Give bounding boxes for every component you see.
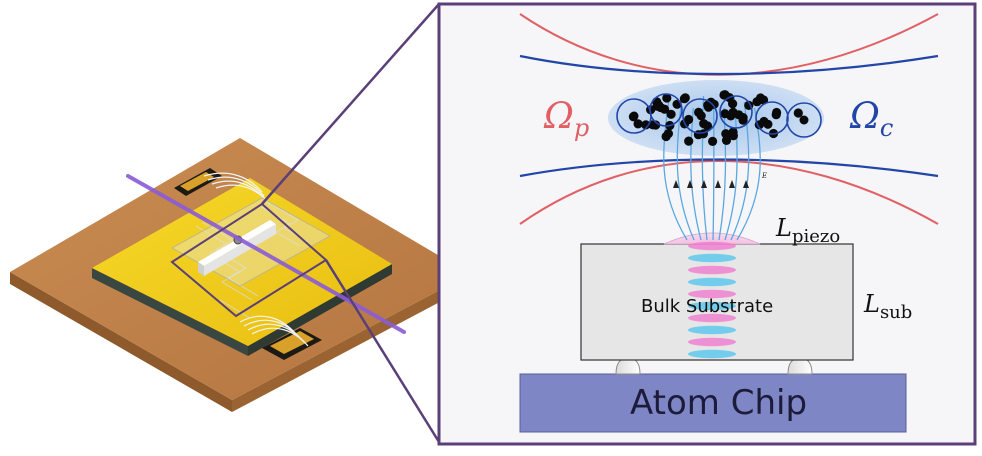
atom-cloud: [608, 80, 824, 156]
atom: [633, 119, 643, 129]
field-arrow-icon: [729, 180, 735, 188]
field-arrow-icon: [701, 180, 707, 188]
l-piezo-base: L: [776, 214, 792, 242]
coupling-beam-upper: [519, 54, 939, 76]
wave-band: [688, 253, 736, 263]
atom: [799, 115, 809, 125]
atom: [720, 90, 730, 100]
rydberg-orbit: [649, 93, 683, 127]
atom: [721, 135, 732, 145]
l-sub-base: L: [864, 290, 880, 318]
atom-chip: [519, 373, 907, 433]
wave-band: [688, 277, 736, 287]
field-arrow-icon: [743, 180, 749, 188]
wave-band: [688, 313, 736, 323]
atom: [738, 115, 748, 125]
wave-band: [688, 241, 736, 251]
rydberg-orbit: [682, 98, 718, 134]
board-side-right: [232, 274, 470, 412]
l-piezo-label: Lpiezo: [776, 214, 840, 247]
atom: [755, 93, 766, 103]
atom: [703, 100, 713, 110]
field-arrow-icon: [687, 180, 693, 188]
omega-c-base: Ω: [850, 96, 880, 137]
atom: [679, 94, 690, 104]
atom: [793, 108, 803, 118]
board-side-left: [10, 272, 232, 412]
rydberg-orbit: [786, 102, 822, 138]
bulk-substrate-label: Bulk Substrate: [641, 296, 774, 317]
atom: [666, 109, 676, 119]
atom: [629, 111, 639, 121]
atom-chip-label: Atom Chip: [630, 383, 808, 423]
laser-beams: [519, 13, 939, 225]
rydberg-orbit: [755, 101, 789, 135]
laser-beam: [126, 174, 406, 334]
wave-band: [688, 349, 736, 359]
wave-band: [688, 265, 736, 275]
gold-plate-top: [92, 178, 392, 346]
device-3d-illustration: [10, 138, 470, 412]
omega-p-sub: p: [573, 114, 590, 143]
atom: [684, 114, 694, 125]
wave-band: [688, 337, 736, 347]
rydberg-orbits: [616, 93, 822, 138]
atom: [656, 102, 666, 113]
l-sub-sub: sub: [879, 301, 913, 323]
rydberg-orbit: [719, 95, 753, 129]
atom: [662, 93, 672, 103]
field-arrow-icon: [715, 180, 721, 188]
field-marker: E: [761, 172, 767, 180]
omega-c-label: Ωc: [850, 96, 893, 142]
atom: [708, 136, 718, 146]
omega-p-label: Ωp: [544, 96, 589, 142]
coupling-beam-lower: [519, 158, 939, 178]
field-line: [712, 101, 715, 241]
omega-c-sub: c: [879, 114, 894, 143]
plate-side-left: [92, 268, 248, 356]
atom: [684, 136, 694, 146]
plate-side-right: [248, 264, 392, 356]
atom: [699, 119, 709, 129]
atom: [663, 129, 674, 139]
zoom-connector-lines: [261, 3, 441, 443]
l-piezo-sub: piezo: [791, 225, 841, 247]
atom: [728, 131, 739, 141]
atom: [763, 119, 773, 129]
connector-bottom: [239, 315, 322, 360]
acoustic-waves: [688, 241, 736, 359]
zoom-panel-frame: [437, 2, 977, 446]
l-sub-label: Lsub: [864, 290, 912, 323]
atom: [726, 111, 736, 121]
atom: [651, 120, 661, 130]
atom: [771, 110, 781, 120]
probe-beam-lower: [519, 160, 939, 225]
omega-p-base: Ω: [544, 96, 574, 137]
field-line: [718, 107, 727, 241]
wave-band: [688, 325, 736, 335]
wave-band: [688, 301, 736, 311]
wave-band: [688, 289, 736, 299]
atom: [698, 129, 709, 139]
atom: [721, 129, 731, 139]
piezo-dome: [663, 232, 761, 245]
atom: [641, 120, 651, 130]
atom: [694, 107, 704, 117]
connector-top: [174, 168, 271, 205]
field-arrow-icon: [673, 180, 679, 188]
